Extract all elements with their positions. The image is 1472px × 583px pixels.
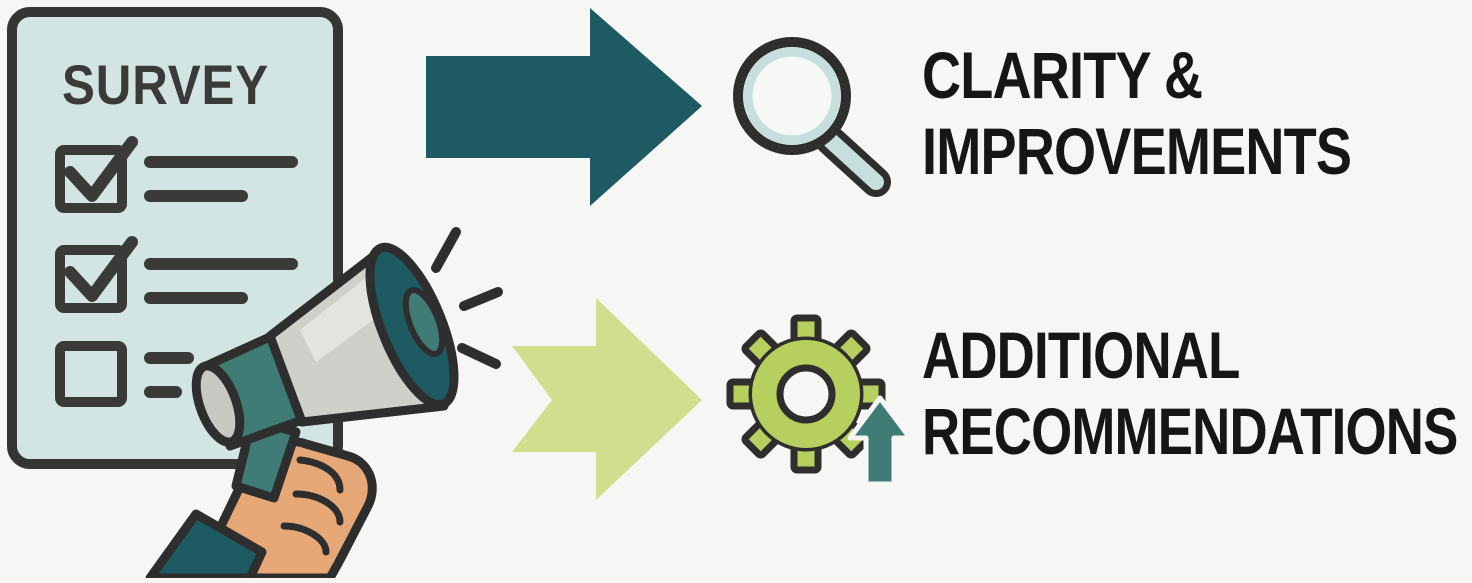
empty-box-icon <box>55 341 127 407</box>
megaphone-icon <box>191 242 459 503</box>
outcome-label-line: ADDITIONAL <box>922 318 1240 392</box>
checkmark-icon <box>64 136 138 202</box>
checkbox-row-2 <box>55 236 298 313</box>
checked-box-icon <box>55 245 127 313</box>
magnifying-glass-icon <box>733 37 891 197</box>
checkmark-icon <box>64 236 138 302</box>
outcome-label-line: IMPROVEMENTS <box>922 114 1352 188</box>
gear-with-up-arrow-icon <box>726 314 913 487</box>
sound-waves-icon <box>431 227 503 369</box>
up-arrow-icon <box>847 395 913 487</box>
arrow-right-light-icon <box>512 298 702 500</box>
outcome-label-clarity: CLARITY & IMPROVEMENTS <box>922 38 1352 188</box>
checkbox-row-3 <box>55 341 194 407</box>
survey-title: SURVEY <box>62 53 270 116</box>
hand-icon <box>145 437 377 583</box>
checkbox-row-1 <box>55 136 298 213</box>
outcome-label-line: CLARITY & <box>922 38 1203 112</box>
outcome-label-line: RECOMMENDATIONS <box>922 394 1458 468</box>
checked-box-icon <box>55 145 127 213</box>
gear-icon <box>726 314 886 474</box>
arrow-right-dark-icon <box>426 8 702 206</box>
outcome-label-recommendations: ADDITIONAL RECOMMENDATIONS <box>922 322 1458 464</box>
